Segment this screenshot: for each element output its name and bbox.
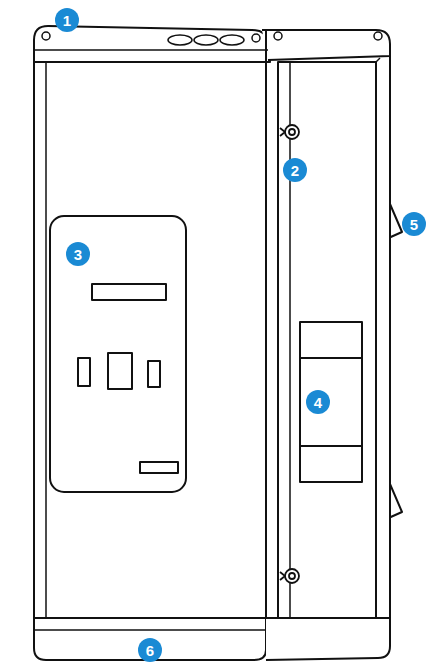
control-panel (50, 216, 186, 492)
side-recess (278, 62, 376, 622)
callout-number: 6 (138, 638, 162, 662)
callout-number: 4 (306, 390, 330, 414)
side-body (262, 40, 390, 652)
side-label (300, 322, 362, 482)
callout-number: 2 (283, 158, 307, 182)
top-holes (42, 32, 382, 45)
hinge (280, 125, 299, 583)
front-face (34, 60, 266, 628)
callout-number: 3 (66, 242, 90, 266)
callout-number: 5 (402, 212, 426, 236)
callout-number: 1 (55, 8, 79, 32)
